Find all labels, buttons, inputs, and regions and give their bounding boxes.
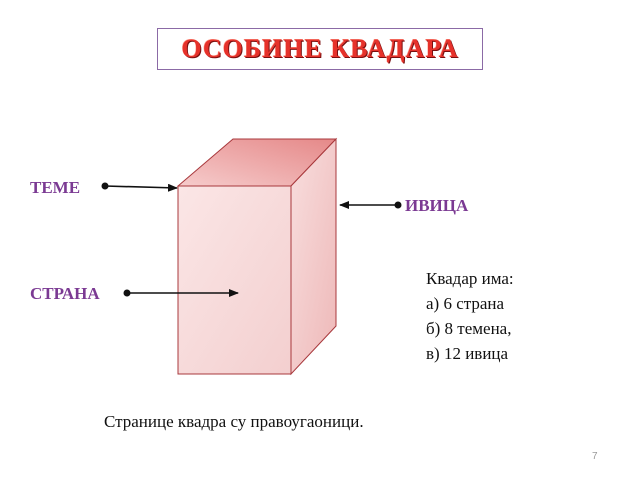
label-edge: ИВИЦА [405,196,469,215]
page-number: 7 [592,451,598,462]
cuboid-facts-heading: Квадар има: [426,269,514,288]
caption: Странице квадра су правоугаоници. [104,412,364,431]
page-title: ОСОБИНЕ КВАДАРА [181,34,459,63]
title-box: ОСОБИНЕ КВАДАРА [157,28,483,70]
label-face: СТРАНА [30,284,100,303]
edge-pointer [339,201,402,209]
vertex-pointer [101,182,178,192]
cuboid-facts: Квадар има: а) 6 страна б) 8 темена, в) … [426,266,514,366]
face-pointer [123,289,239,297]
cuboid-fact-edges: в) 12 ивица [426,344,509,363]
vertex-pointer-arrow [104,183,178,192]
label-vertex: ТЕМЕ [30,178,81,197]
cuboid-front-face [177,185,292,375]
cuboid-fact-faces: а) 6 страна [426,294,505,313]
cuboid-fact-vertices: б) 8 темена, [426,319,512,338]
